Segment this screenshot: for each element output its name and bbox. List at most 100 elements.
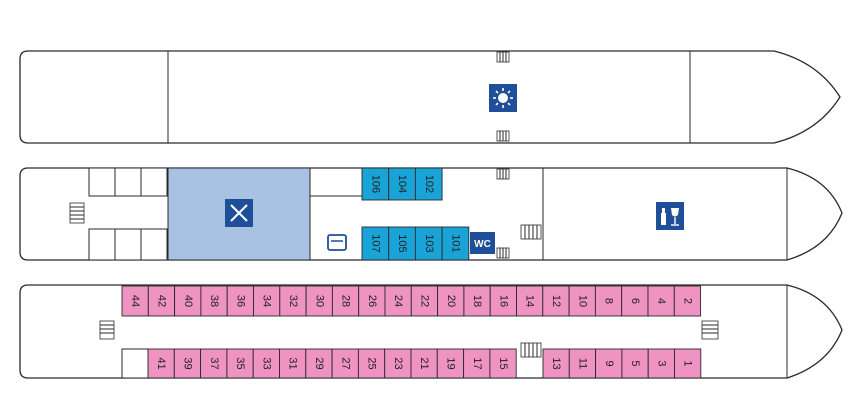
cabin-39[interactable]: 39 <box>173 348 202 379</box>
cabin-number: 3 <box>655 360 667 366</box>
cabin-number: 9 <box>603 360 615 366</box>
cabin-104[interactable]: 104 <box>388 167 416 201</box>
cabin-32[interactable]: 32 <box>279 285 307 317</box>
cabin-13[interactable]: 13 <box>542 348 570 379</box>
cabin-box <box>489 285 517 317</box>
cabin-number: 104 <box>396 175 408 193</box>
sun-icon <box>489 84 517 112</box>
cabin-number: 23 <box>392 357 404 369</box>
cabin-23[interactable]: 23 <box>384 348 412 379</box>
cabin-8[interactable]: 8 <box>594 285 623 317</box>
cabin-11[interactable]: 11 <box>568 348 597 379</box>
cabin-102[interactable]: 102 <box>414 167 443 201</box>
stairs-icon[interactable] <box>496 130 510 142</box>
cabin-25[interactable]: 25 <box>357 348 386 379</box>
stairs-icon[interactable] <box>496 168 510 180</box>
cabin-10[interactable]: 10 <box>568 285 596 317</box>
cabin-number: 27 <box>339 357 351 369</box>
cabin-box <box>647 285 675 317</box>
stairs-icon[interactable] <box>701 320 719 340</box>
sun-deck <box>19 50 841 144</box>
cabin-36[interactable]: 36 <box>226 285 254 317</box>
cabin-41[interactable]: 41 <box>147 348 175 379</box>
cabin-number: 33 <box>260 357 272 369</box>
cabin-34[interactable]: 34 <box>253 285 281 317</box>
cabin-40[interactable]: 40 <box>174 285 202 317</box>
cabin-24[interactable]: 24 <box>384 285 412 317</box>
cabin-number: 34 <box>261 295 273 307</box>
cabin-number: 5 <box>629 360 641 366</box>
stairs-icon[interactable] <box>520 224 542 240</box>
cabin-15[interactable]: 15 <box>489 348 517 379</box>
cabin-106[interactable]: 106 <box>361 167 390 201</box>
cabin-box <box>384 285 412 317</box>
cabin-4[interactable]: 4 <box>647 285 675 317</box>
stairs-icon[interactable] <box>496 247 510 259</box>
cabin-box <box>594 285 623 317</box>
cabin-105[interactable]: 105 <box>388 226 416 261</box>
stairs-icon[interactable] <box>69 202 85 224</box>
cabin-2[interactable]: 2 <box>673 285 702 317</box>
cabin-number: 101 <box>449 234 461 252</box>
cabin-26[interactable]: 26 <box>358 285 386 317</box>
cabin-16[interactable]: 16 <box>489 285 517 317</box>
cabin-22[interactable]: 22 <box>410 285 439 317</box>
cabin-31[interactable]: 31 <box>279 348 307 379</box>
cabin-box <box>568 285 596 317</box>
cabin-box <box>410 285 439 317</box>
cabin-box <box>516 285 544 317</box>
cabin-box <box>414 226 443 261</box>
cabin-20[interactable]: 20 <box>437 285 465 317</box>
cabin-103[interactable]: 103 <box>414 226 443 261</box>
cabin-12[interactable]: 12 <box>542 285 570 317</box>
cabin-35[interactable]: 35 <box>226 348 254 379</box>
cabin-3[interactable]: 3 <box>647 348 675 379</box>
cabin-box <box>358 285 386 317</box>
cabin-number: 12 <box>550 295 562 307</box>
cabin-number: 28 <box>340 295 352 307</box>
cabin-number: 107 <box>369 234 381 252</box>
cabin-box <box>388 226 416 261</box>
cabin-1[interactable]: 1 <box>674 348 702 379</box>
stairs-icon[interactable] <box>99 320 115 340</box>
cabin-box <box>441 226 470 261</box>
cabin-27[interactable]: 27 <box>331 348 359 379</box>
cabin-9[interactable]: 9 <box>595 348 623 379</box>
cabin-number: 13 <box>550 357 562 369</box>
cabin-number: 20 <box>445 295 457 307</box>
cabin-29[interactable]: 29 <box>305 348 333 379</box>
cabin-number: 8 <box>603 298 615 304</box>
cabin-19[interactable]: 19 <box>436 348 465 379</box>
cabin-44[interactable]: 44 <box>121 285 149 317</box>
cabin-number: 102 <box>423 175 435 193</box>
cabin-box <box>200 348 228 379</box>
cabin-number: 32 <box>287 295 299 307</box>
cabin-box <box>147 285 176 317</box>
cabin-14[interactable]: 14 <box>516 285 544 317</box>
cabin-38[interactable]: 38 <box>200 285 228 317</box>
cabin-42[interactable]: 42 <box>147 285 176 317</box>
cabin-box <box>388 167 416 201</box>
cabin-number: 22 <box>418 295 430 307</box>
stairs-icon[interactable] <box>520 342 542 358</box>
cabin-box <box>357 348 386 379</box>
cabin-box <box>414 167 443 201</box>
cabin-30[interactable]: 30 <box>305 285 333 317</box>
cabin-number: 31 <box>287 357 299 369</box>
cabin-107[interactable]: 107 <box>361 226 390 261</box>
cabin-5[interactable]: 5 <box>621 348 649 379</box>
cabin-6[interactable]: 6 <box>621 285 649 317</box>
cabin-number: 42 <box>155 295 167 307</box>
cabin-number: 103 <box>423 234 435 252</box>
lounge-bar-icon <box>656 202 684 230</box>
cabin-33[interactable]: 33 <box>252 348 280 379</box>
cabin-17[interactable]: 17 <box>463 348 491 379</box>
cabin-number: 38 <box>208 295 220 307</box>
cabin-number: 25 <box>366 357 378 369</box>
cabin-101[interactable]: 101 <box>441 226 470 261</box>
cabin-37[interactable]: 37 <box>200 348 228 379</box>
stairs-icon[interactable] <box>496 51 510 63</box>
cabin-18[interactable]: 18 <box>463 285 491 317</box>
cabin-21[interactable]: 21 <box>410 348 438 379</box>
cabin-28[interactable]: 28 <box>331 285 360 317</box>
